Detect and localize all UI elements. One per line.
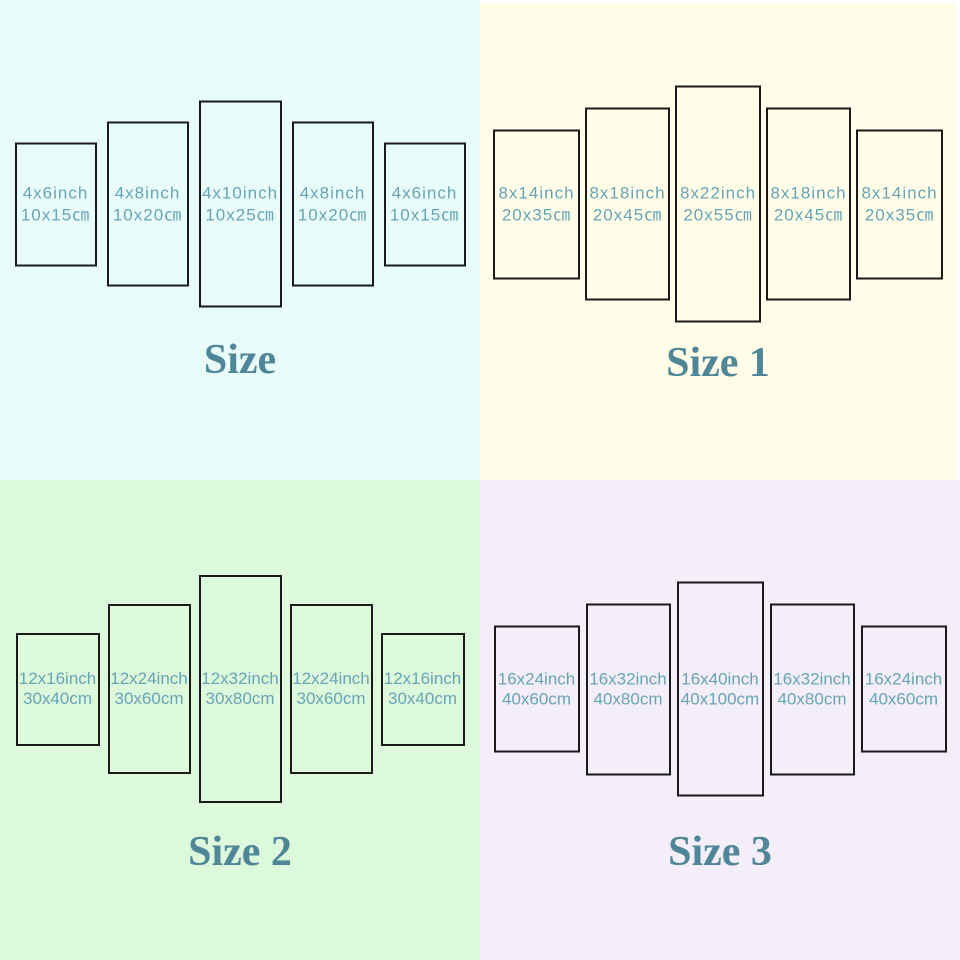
panel-size-label: 4x10inch 10x25㎝ <box>202 182 278 226</box>
panel-cm-label: 20x45㎝ <box>592 205 663 224</box>
panel-size-label: 4x6inch 10x15㎝ <box>390 182 459 226</box>
panel-inch-label: 8x14inch <box>861 183 938 202</box>
panel-cm-label: 40x60cm <box>502 689 571 708</box>
canvas-panel: 8x18inch 20x45㎝ <box>585 107 670 301</box>
panel-cm-label: 30x40cm <box>23 689 92 708</box>
panel-size-label: 4x6inch 10x15㎝ <box>21 182 90 226</box>
panel-inch-label: 8x18inch <box>770 183 847 202</box>
panel-size-label: 4x8inch 10x20㎝ <box>113 182 182 226</box>
panel-inch-label: 16x40inch <box>681 669 759 688</box>
panel-inch-label: 16x32inch <box>589 669 667 688</box>
panel-cm-label: 40x100cm <box>680 689 760 708</box>
canvas-panel: 16x40inch 40x100cm <box>676 581 764 797</box>
canvas-panel: 12x24inch 30x60cm <box>107 604 191 774</box>
quadrant-size-3: 16x24inch 40x60cm 16x32inch 40x80cm 16x4… <box>480 480 960 960</box>
panel-inch-label: 16x32inch <box>773 669 851 688</box>
panel-size-label: 12x32inch 30x80cm <box>201 669 279 709</box>
panel-cm-label: 20x55㎝ <box>683 205 753 224</box>
panel-inch-label: 4x8inch <box>114 183 181 202</box>
panel-row: 4x6inch 10x15㎝ 4x8inch 10x20㎝ 4x10inch 1… <box>0 100 480 308</box>
group-title: Size 3 <box>668 829 772 875</box>
canvas-panel: 4x10inch 10x25㎝ <box>198 100 282 308</box>
panel-cm-label: 10x25㎝ <box>205 205 275 224</box>
panel-cm-label: 30x80cm <box>205 689 275 708</box>
panel-cm-label: 10x15㎝ <box>20 205 91 224</box>
panel-inch-label: 8x14inch <box>498 183 575 202</box>
canvas-panel: 16x32inch 40x80cm <box>769 603 855 775</box>
panel-inch-label: 16x24inch <box>497 669 576 688</box>
canvas-panel: 8x22inch 20x55㎝ <box>675 85 761 323</box>
panel-size-label: 12x24inch 30x60cm <box>110 669 188 709</box>
panel-inch-label: 12x16inch <box>18 669 97 688</box>
panel-size-label: 16x24inch 40x60cm <box>498 669 576 709</box>
quadrant-size-1: 8x14inch 20x35㎝ 8x18inch 20x45㎝ 8x22inch… <box>480 0 960 480</box>
quadrant-size-2: 12x16inch 30x40cm 12x24inch 30x60cm 12x3… <box>0 480 480 960</box>
panel-cm-label: 20x35㎝ <box>864 205 935 224</box>
canvas-panel: 8x18inch 20x45㎝ <box>766 107 851 301</box>
panel-row: 16x24inch 40x60cm 16x32inch 40x80cm 16x4… <box>480 581 960 797</box>
panel-inch-label: 8x22inch <box>679 183 757 202</box>
panel-size-label: 16x32inch 40x80cm <box>773 669 851 709</box>
panel-inch-label: 12x32inch <box>201 669 279 688</box>
panel-size-label: 16x40inch 40x100cm <box>681 669 759 709</box>
panel-cm-label: 40x80cm <box>777 689 847 708</box>
canvas-panel: 12x24inch 30x60cm <box>289 604 373 774</box>
panel-cm-label: 20x45㎝ <box>773 205 844 224</box>
panel-inch-label: 12x16inch <box>383 669 462 688</box>
panel-row: 12x16inch 30x40cm 12x24inch 30x60cm 12x3… <box>0 575 480 803</box>
canvas-panel: 12x16inch 30x40cm <box>380 632 465 746</box>
panel-size-label: 8x18inch 20x45㎝ <box>770 182 846 226</box>
panel-cm-label: 10x20㎝ <box>297 205 368 224</box>
panel-cm-label: 40x80cm <box>593 689 663 708</box>
panel-size-label: 12x24inch 30x60cm <box>292 669 370 709</box>
panel-size-label: 4x8inch 10x20㎝ <box>298 182 367 226</box>
panel-size-label: 8x18inch 20x45㎝ <box>589 182 665 226</box>
canvas-panel: 4x6inch 10x15㎝ <box>14 142 97 266</box>
canvas-panel: 8x14inch 20x35㎝ <box>856 129 943 279</box>
canvas-panel: 12x16inch 30x40cm <box>15 632 100 746</box>
group-title: Size 1 <box>666 340 770 386</box>
panel-inch-label: 4x10inch <box>201 183 279 202</box>
canvas-panel: 4x8inch 10x20㎝ <box>291 121 374 287</box>
panel-size-label: 8x14inch 20x35㎝ <box>861 182 937 226</box>
canvas-panel: 8x14inch 20x35㎝ <box>493 129 580 279</box>
panel-cm-label: 20x35㎝ <box>501 205 572 224</box>
canvas-panel: 12x32inch 30x80cm <box>198 575 282 803</box>
panel-size-label: 8x14inch 20x35㎝ <box>498 182 574 226</box>
canvas-panel: 4x6inch 10x15㎝ <box>383 142 466 266</box>
quadrant-size: 4x6inch 10x15㎝ 4x8inch 10x20㎝ 4x10inch 1… <box>0 0 480 480</box>
panel-size-label: 16x24inch 40x60cm <box>865 669 943 709</box>
group-title: Size <box>203 337 277 383</box>
panel-cm-label: 30x40cm <box>388 689 457 708</box>
canvas-panel: 16x24inch 40x60cm <box>493 625 580 753</box>
panel-size-label: 16x32inch 40x80cm <box>589 669 667 709</box>
canvas-panel: 16x32inch 40x80cm <box>585 603 671 775</box>
panel-inch-label: 4x8inch <box>299 183 366 202</box>
panel-size-label: 12x16inch 30x40cm <box>19 669 97 709</box>
panel-size-label: 12x16inch 30x40cm <box>384 669 462 709</box>
panel-inch-label: 12x24inch <box>110 669 188 688</box>
panel-size-label: 8x22inch 20x55㎝ <box>680 182 756 226</box>
panel-cm-label: 10x15㎝ <box>389 205 460 224</box>
group-title: Size 2 <box>188 829 292 875</box>
panel-cm-label: 10x20㎝ <box>112 205 183 224</box>
panel-cm-label: 30x60cm <box>296 689 366 708</box>
panel-row: 8x14inch 20x35㎝ 8x18inch 20x45㎝ 8x22inch… <box>480 85 956 323</box>
panel-inch-label: 12x24inch <box>292 669 370 688</box>
panel-inch-label: 4x6inch <box>391 183 458 202</box>
panel-cm-label: 40x60cm <box>869 689 938 708</box>
panel-inch-label: 4x6inch <box>22 183 89 202</box>
panel-cm-label: 30x60cm <box>114 689 184 708</box>
canvas-panel: 16x24inch 40x60cm <box>860 625 947 753</box>
panel-inch-label: 8x18inch <box>589 183 666 202</box>
canvas-panel: 4x8inch 10x20㎝ <box>106 121 189 287</box>
panel-inch-label: 16x24inch <box>864 669 943 688</box>
